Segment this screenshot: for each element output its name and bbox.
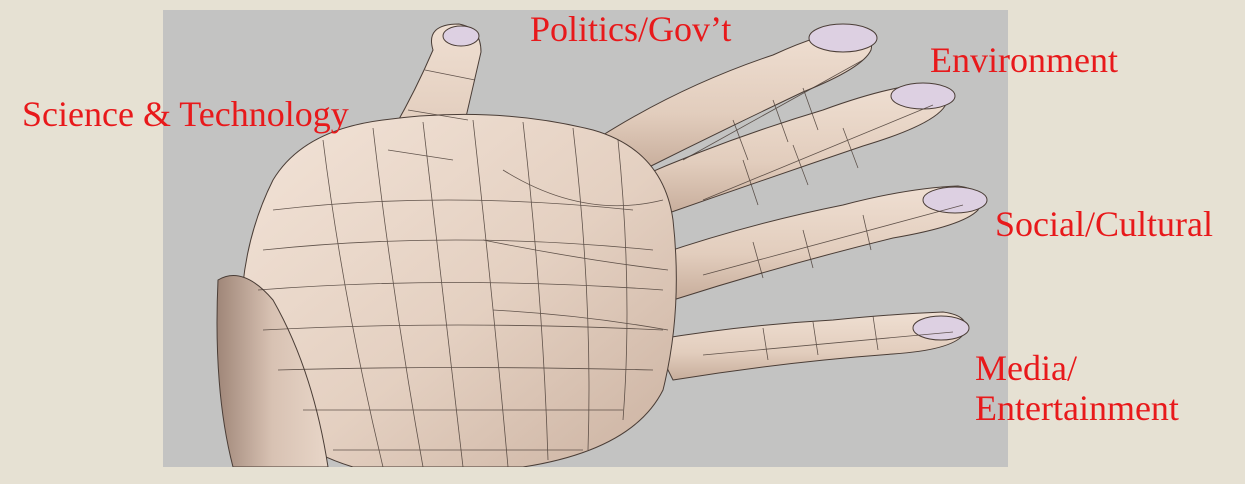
- label-environment: Environment: [930, 40, 1118, 80]
- label-social-cultural: Social/Cultural: [995, 204, 1213, 244]
- index-nail: [809, 24, 877, 52]
- label-media-line-1: Media/: [975, 348, 1179, 388]
- label-media-entertainment: Media/ Entertainment: [975, 348, 1179, 428]
- label-science-technology: Science & Technology: [22, 94, 349, 134]
- ring-nail: [923, 187, 987, 213]
- middle-nail: [891, 83, 955, 109]
- wireframe-hand-illustration: [163, 10, 1008, 467]
- little-nail: [913, 316, 969, 340]
- thumb-nail: [443, 26, 479, 46]
- label-politics-govt: Politics/Gov’t: [530, 9, 731, 49]
- render-viewport: [163, 10, 1008, 467]
- label-media-line-2: Entertainment: [975, 388, 1179, 428]
